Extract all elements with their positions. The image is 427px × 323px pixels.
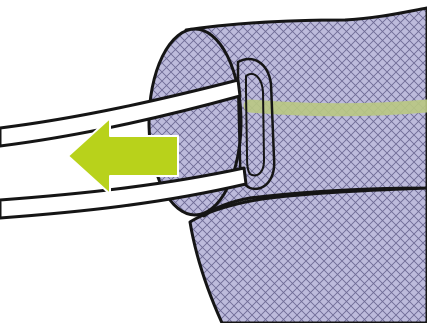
inner-cord-line <box>243 99 427 117</box>
eyelet-inner <box>245 73 266 177</box>
fabric-lower-panel <box>188 186 427 323</box>
cord-lower <box>0 166 248 220</box>
cord-upper <box>0 78 242 148</box>
arrow-left-icon <box>67 117 179 195</box>
drawstring-cords <box>0 78 248 220</box>
